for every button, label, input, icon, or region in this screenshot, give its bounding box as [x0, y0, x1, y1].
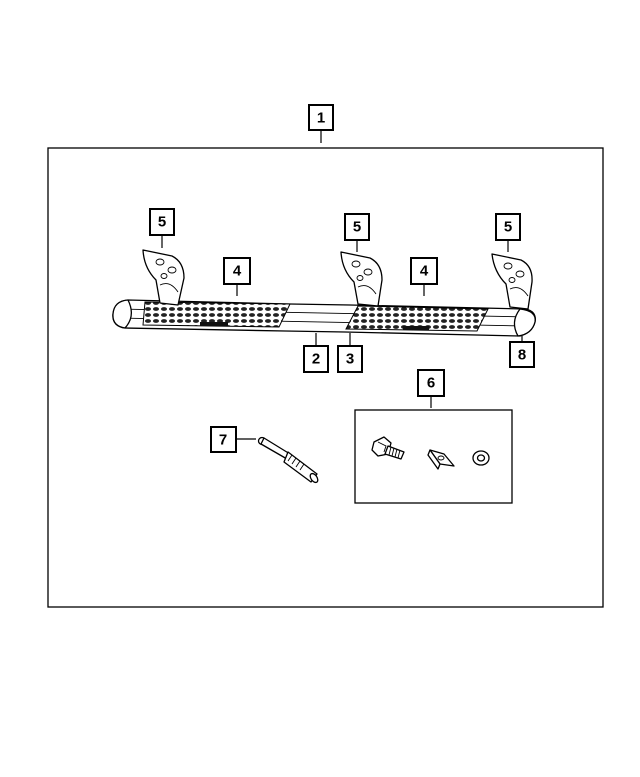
callout-8: 8	[509, 336, 535, 368]
callout-1: 1	[308, 104, 334, 143]
washer	[472, 450, 490, 466]
callout-3: 3	[337, 333, 363, 373]
callout-4-left: 4	[223, 257, 251, 296]
left-end-cap	[112, 299, 132, 329]
mounting-bracket-middle	[340, 251, 383, 307]
step-pad-right	[345, 305, 489, 332]
running-board	[112, 299, 536, 337]
end-cap	[513, 308, 536, 337]
callout-5-right: 5	[495, 213, 521, 252]
svg-text:8: 8	[518, 347, 526, 364]
assembly-frame	[47, 147, 604, 608]
svg-text:4: 4	[420, 263, 429, 280]
mounting-bracket-left	[142, 249, 185, 306]
svg-text:5: 5	[158, 214, 166, 231]
callout-6: 6	[417, 369, 445, 408]
callout-7: 7	[210, 426, 256, 453]
callout-4-right: 4	[410, 257, 438, 296]
svg-text:7: 7	[219, 432, 227, 449]
callout-2: 2	[303, 333, 329, 373]
svg-text:3: 3	[346, 351, 354, 368]
callout-5-left: 5	[149, 208, 175, 248]
svg-text:6: 6	[427, 375, 435, 392]
bolt	[371, 436, 405, 460]
svg-text:2: 2	[312, 351, 320, 368]
step-pad-left	[142, 301, 291, 328]
nut-plate	[427, 449, 455, 470]
hardware-kit	[354, 409, 513, 504]
wrench-tool	[257, 436, 319, 484]
svg-text:4: 4	[233, 263, 242, 280]
mounting-bracket-right	[491, 253, 533, 310]
svg-text:5: 5	[353, 219, 361, 236]
callout-5-middle: 5	[344, 213, 370, 252]
svg-text:5: 5	[504, 219, 512, 236]
svg-text:1: 1	[317, 110, 325, 127]
